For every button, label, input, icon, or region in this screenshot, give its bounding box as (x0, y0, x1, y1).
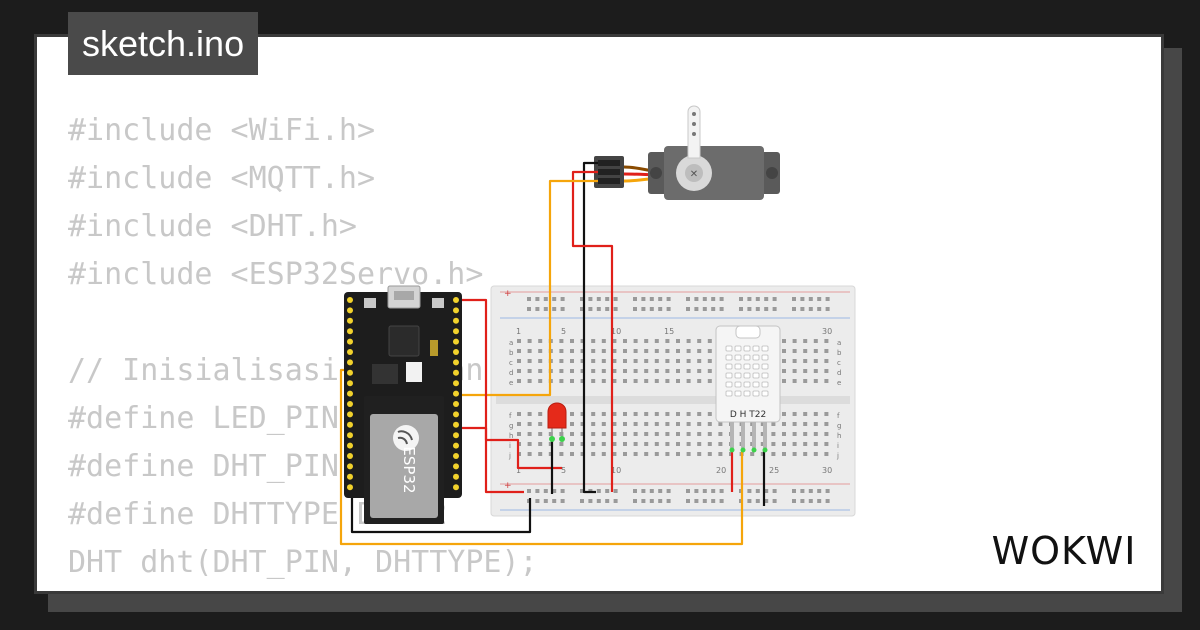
column-number: 1 (516, 466, 521, 475)
row-letter: j (508, 452, 511, 460)
column-number: 1 (516, 327, 521, 336)
dht22-grille (725, 345, 769, 397)
row-letter: a (509, 339, 513, 347)
column-number: 20 (716, 466, 726, 475)
row-letter: i (837, 442, 839, 450)
row-letter: d (509, 369, 513, 377)
code-line: #define DHTTYPE DHT22 (68, 497, 448, 532)
esp32-board[interactable]: ESP32 (344, 285, 462, 524)
row-letter: e (509, 379, 513, 387)
row-letter: j (836, 452, 839, 460)
esp32-label: ESP32 (400, 446, 418, 493)
file-tab[interactable]: sketch.ino (68, 12, 259, 75)
dht22-label: D H T22 (730, 410, 766, 420)
row-letter: d (837, 369, 841, 377)
column-number: 30 (822, 327, 832, 336)
esp32-pins-left (347, 297, 353, 491)
row-letter: a (837, 339, 841, 347)
servo-motor[interactable]: ✕ (594, 105, 780, 200)
row-letter: h (509, 432, 513, 440)
code-line: #include <DHT.h> (68, 209, 357, 244)
column-number: 25 (769, 466, 779, 475)
rail-plus-label: + (504, 481, 512, 491)
code-line: #define DHT_PIN (68, 449, 339, 484)
code-line: #include <MQTT.h> (68, 161, 376, 196)
row-letter: i (509, 442, 511, 450)
row-letter: f (509, 412, 512, 420)
code-area: #include <WiFi.h> #include <MQTT.h> #inclu… (37, 37, 1161, 591)
row-letter: b (837, 349, 842, 357)
breadboard[interactable]: + + 1 5 10 15 25 30 1 5 10 20 25 30 a b … (490, 285, 856, 517)
row-letter: f (837, 412, 840, 420)
code-line: #include <WiFi.h> (68, 113, 376, 148)
code-listing: #include <WiFi.h> #include <MQTT.h> #inclu… (68, 107, 538, 587)
column-number: 30 (822, 466, 832, 475)
code-line: #define LED_PIN (68, 401, 339, 436)
row-letter: g (509, 422, 513, 430)
breadboard-holes (517, 297, 830, 503)
code-line: #include <ESP32Servo.h> (68, 257, 484, 292)
esp32-pins-right (453, 297, 459, 491)
rail-plus-label: + (504, 289, 512, 299)
row-letter: b (509, 349, 514, 357)
red-led[interactable] (547, 402, 567, 442)
row-letter: g (837, 422, 841, 430)
row-letter: c (837, 359, 841, 367)
column-number: 15 (664, 327, 674, 336)
row-letter: e (837, 379, 841, 387)
column-number: 10 (611, 327, 621, 336)
code-line: DHT dht(DHT_PIN, DHTTYPE); (68, 545, 538, 580)
row-letter: c (509, 359, 513, 367)
column-number: 5 (561, 466, 566, 475)
wokwi-logo: WOKWI (992, 529, 1137, 573)
row-letter: h (837, 432, 841, 440)
column-number: 10 (611, 466, 621, 475)
column-number: 5 (561, 327, 566, 336)
dht22-sensor[interactable]: D H T22 (715, 325, 781, 453)
wokwi-wordmark: WOKWI (992, 529, 1137, 573)
svg-text:✕: ✕ (690, 169, 698, 180)
